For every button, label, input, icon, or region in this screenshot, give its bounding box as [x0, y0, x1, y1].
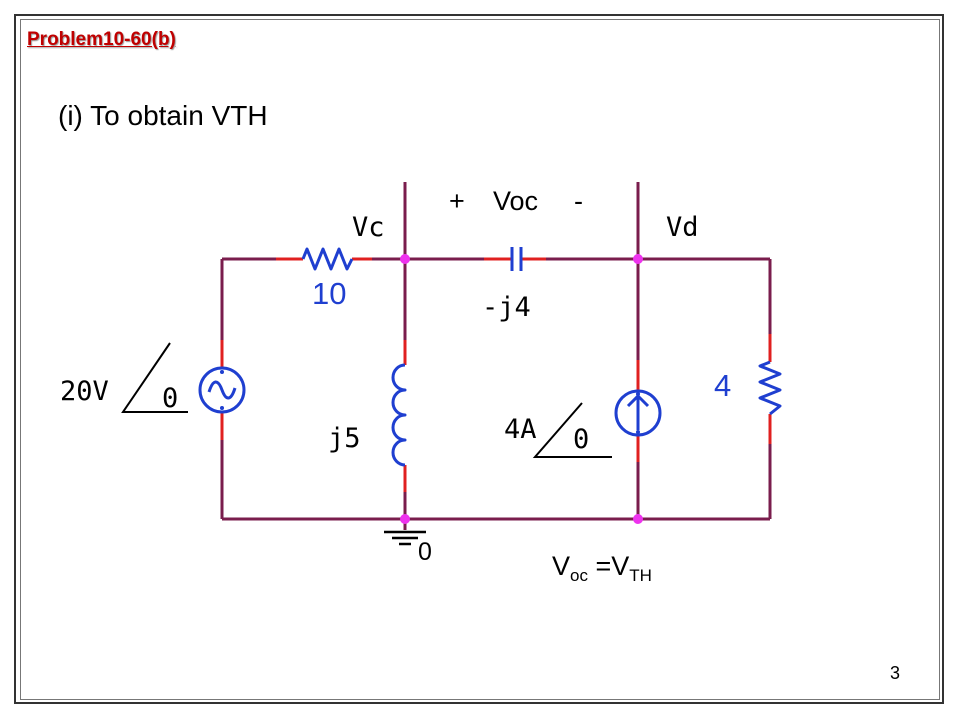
node-bottom-right-dot — [633, 514, 643, 524]
isrc-top-dot — [636, 392, 640, 396]
vsrc-minus-dot — [220, 406, 224, 410]
sine-wave-icon — [207, 380, 237, 400]
slide-frame-outer — [14, 14, 944, 704]
resistor-4 — [758, 360, 782, 416]
ground-icon — [384, 530, 426, 546]
ground-node-label: 0 — [418, 538, 432, 566]
isrc-bottom-dot — [636, 430, 640, 434]
slide-frame-inner — [20, 19, 940, 700]
vsrc-magnitude-label: 20V — [60, 376, 109, 407]
vsrc-plus-dot — [220, 370, 224, 374]
isrc-magnitude-label: 4A — [504, 414, 537, 445]
node-ground-dot — [400, 514, 410, 524]
component-terminals — [220, 257, 772, 492]
voc-minus-label: - — [574, 186, 583, 216]
slide-subtitle: (i) To obtain VTH — [58, 100, 268, 131]
inductor-j5 — [391, 363, 407, 467]
resistor-10 — [301, 247, 354, 271]
vsrc-angle-mark — [121, 342, 188, 413]
voc-label: Voc — [493, 186, 538, 216]
node-vd-label: Vd — [666, 212, 699, 243]
isrc-angle-label: 0 — [573, 424, 589, 455]
cap-value-label: -j4 — [482, 292, 531, 323]
problem-title: Problem10-60(b) — [27, 29, 176, 50]
r1-value-label: 10 — [312, 276, 346, 311]
node-vd-dot — [633, 254, 643, 264]
node-vc-dot — [400, 254, 410, 264]
voc-equals-vth-label: Voc =VTH — [552, 551, 652, 585]
page-number: 3 — [890, 663, 901, 683]
voltage-source-circle — [198, 366, 246, 414]
isrc-angle-mark — [532, 402, 612, 458]
r2-value-label: 4 — [714, 368, 731, 403]
node-vc-label: Vc — [352, 212, 385, 243]
voc-plus-label: + — [449, 186, 465, 216]
current-source-circle — [614, 389, 662, 437]
ind-value-label: j5 — [328, 423, 361, 454]
circuit-wires — [220, 182, 772, 530]
vsrc-angle-label: 0 — [162, 383, 178, 414]
